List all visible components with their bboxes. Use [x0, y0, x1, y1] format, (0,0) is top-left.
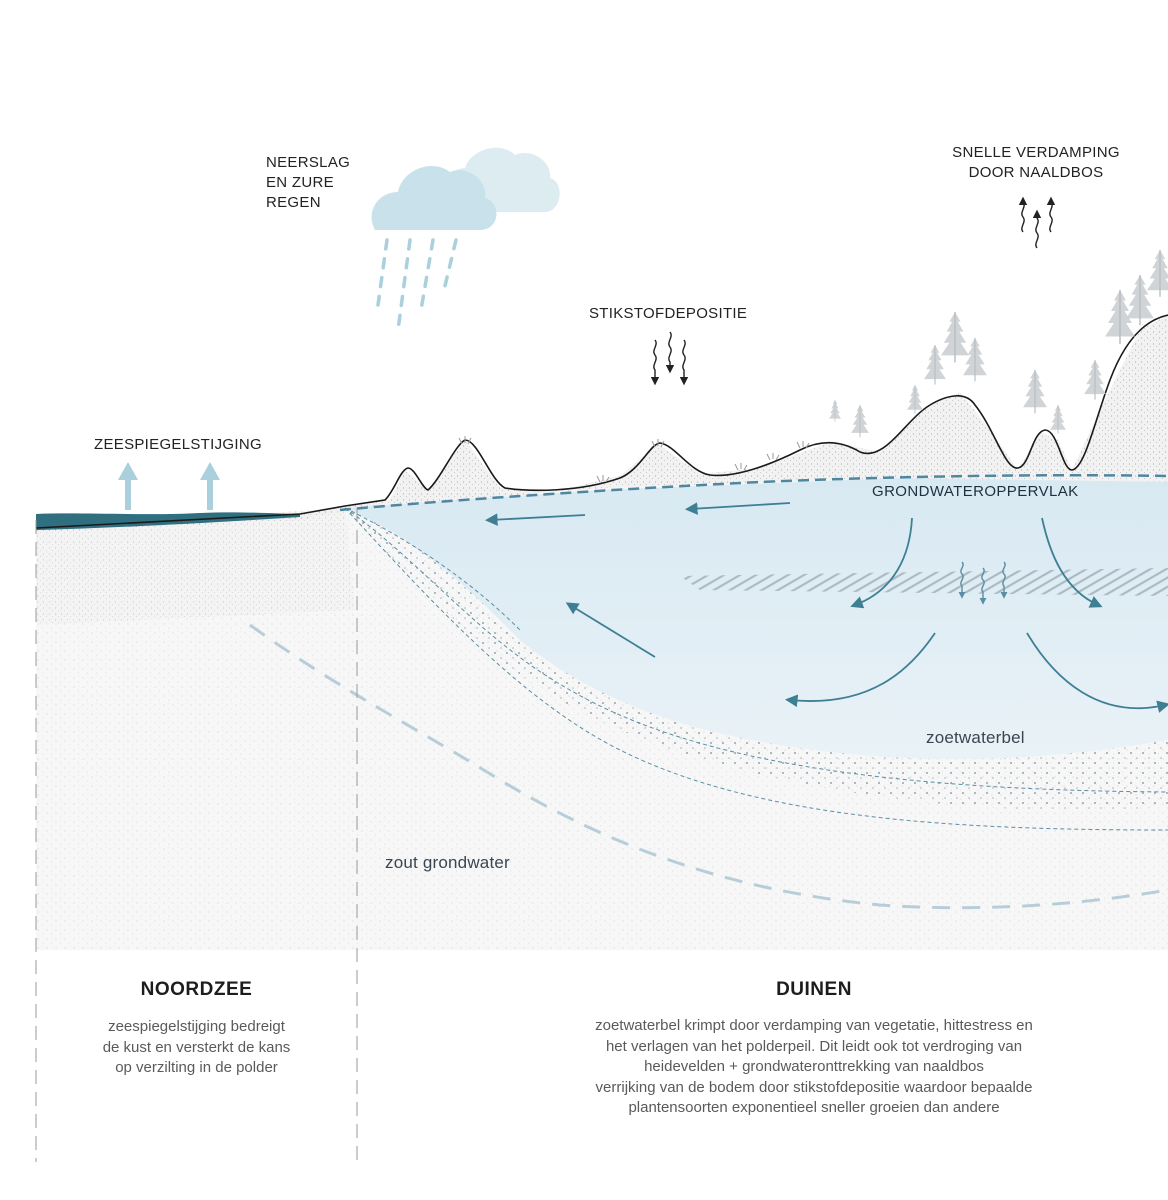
nitrogen-deposition-icon: [654, 332, 685, 382]
section-title-duinen: DUINEN: [500, 979, 1128, 1001]
salt-groundwater-label: zout grondwater: [385, 853, 510, 873]
description-line: verrijking van de bodem door stikstofdep…: [500, 1078, 1128, 1099]
description-line: zeespiegelstijging bedreigt: [36, 1017, 357, 1038]
sea-level-label: ZEESPIEGELSTIJGING: [94, 435, 262, 455]
section-description-duinen: zoetwaterbel krimpt door verdamping van …: [500, 1016, 1128, 1119]
description-line: heidevelden + grondwateronttrekking van …: [500, 1057, 1128, 1078]
evaporation-label: SNELLE VERDAMPING DOOR NAALDBOS: [936, 143, 1136, 183]
evaporation-label-line: DOOR NAALDBOS: [936, 163, 1136, 183]
groundwater-surface-label: GRONDWATEROPPERVLAK: [872, 482, 1079, 502]
cloud-icon: [372, 148, 560, 230]
precipitation-label-line: REGEN: [266, 193, 350, 213]
nitrogen-label: STIKSTOFDEPOSITIE: [589, 304, 747, 324]
precipitation-label-line: EN ZURE: [266, 173, 350, 193]
description-line: de kust en versterkt de kans: [36, 1038, 357, 1059]
evaporation-label-line: SNELLE VERDAMPING: [936, 143, 1136, 163]
description-line: op verzilting in de polder: [36, 1058, 357, 1079]
sea-level-arrows-icon: [118, 462, 220, 510]
description-line: plantensoorten exponentieel sneller groe…: [500, 1098, 1128, 1119]
precipitation-label: NEERSLAG EN ZURE REGEN: [266, 153, 350, 213]
freshwater-lens-label: zoetwaterbel: [926, 728, 1025, 748]
section-title-noordzee: NOORDZEE: [36, 979, 357, 1001]
section-description-noordzee: zeespiegelstijging bedreigt de kust en v…: [36, 1017, 357, 1079]
precipitation-label-line: NEERSLAG: [266, 153, 350, 173]
description-line: het verlagen van het polderpeil. Dit lei…: [500, 1037, 1128, 1058]
evaporation-icon: [1022, 200, 1052, 248]
rain-icon: [378, 240, 456, 330]
description-line: zoetwaterbel krimpt door verdamping van …: [500, 1016, 1128, 1037]
